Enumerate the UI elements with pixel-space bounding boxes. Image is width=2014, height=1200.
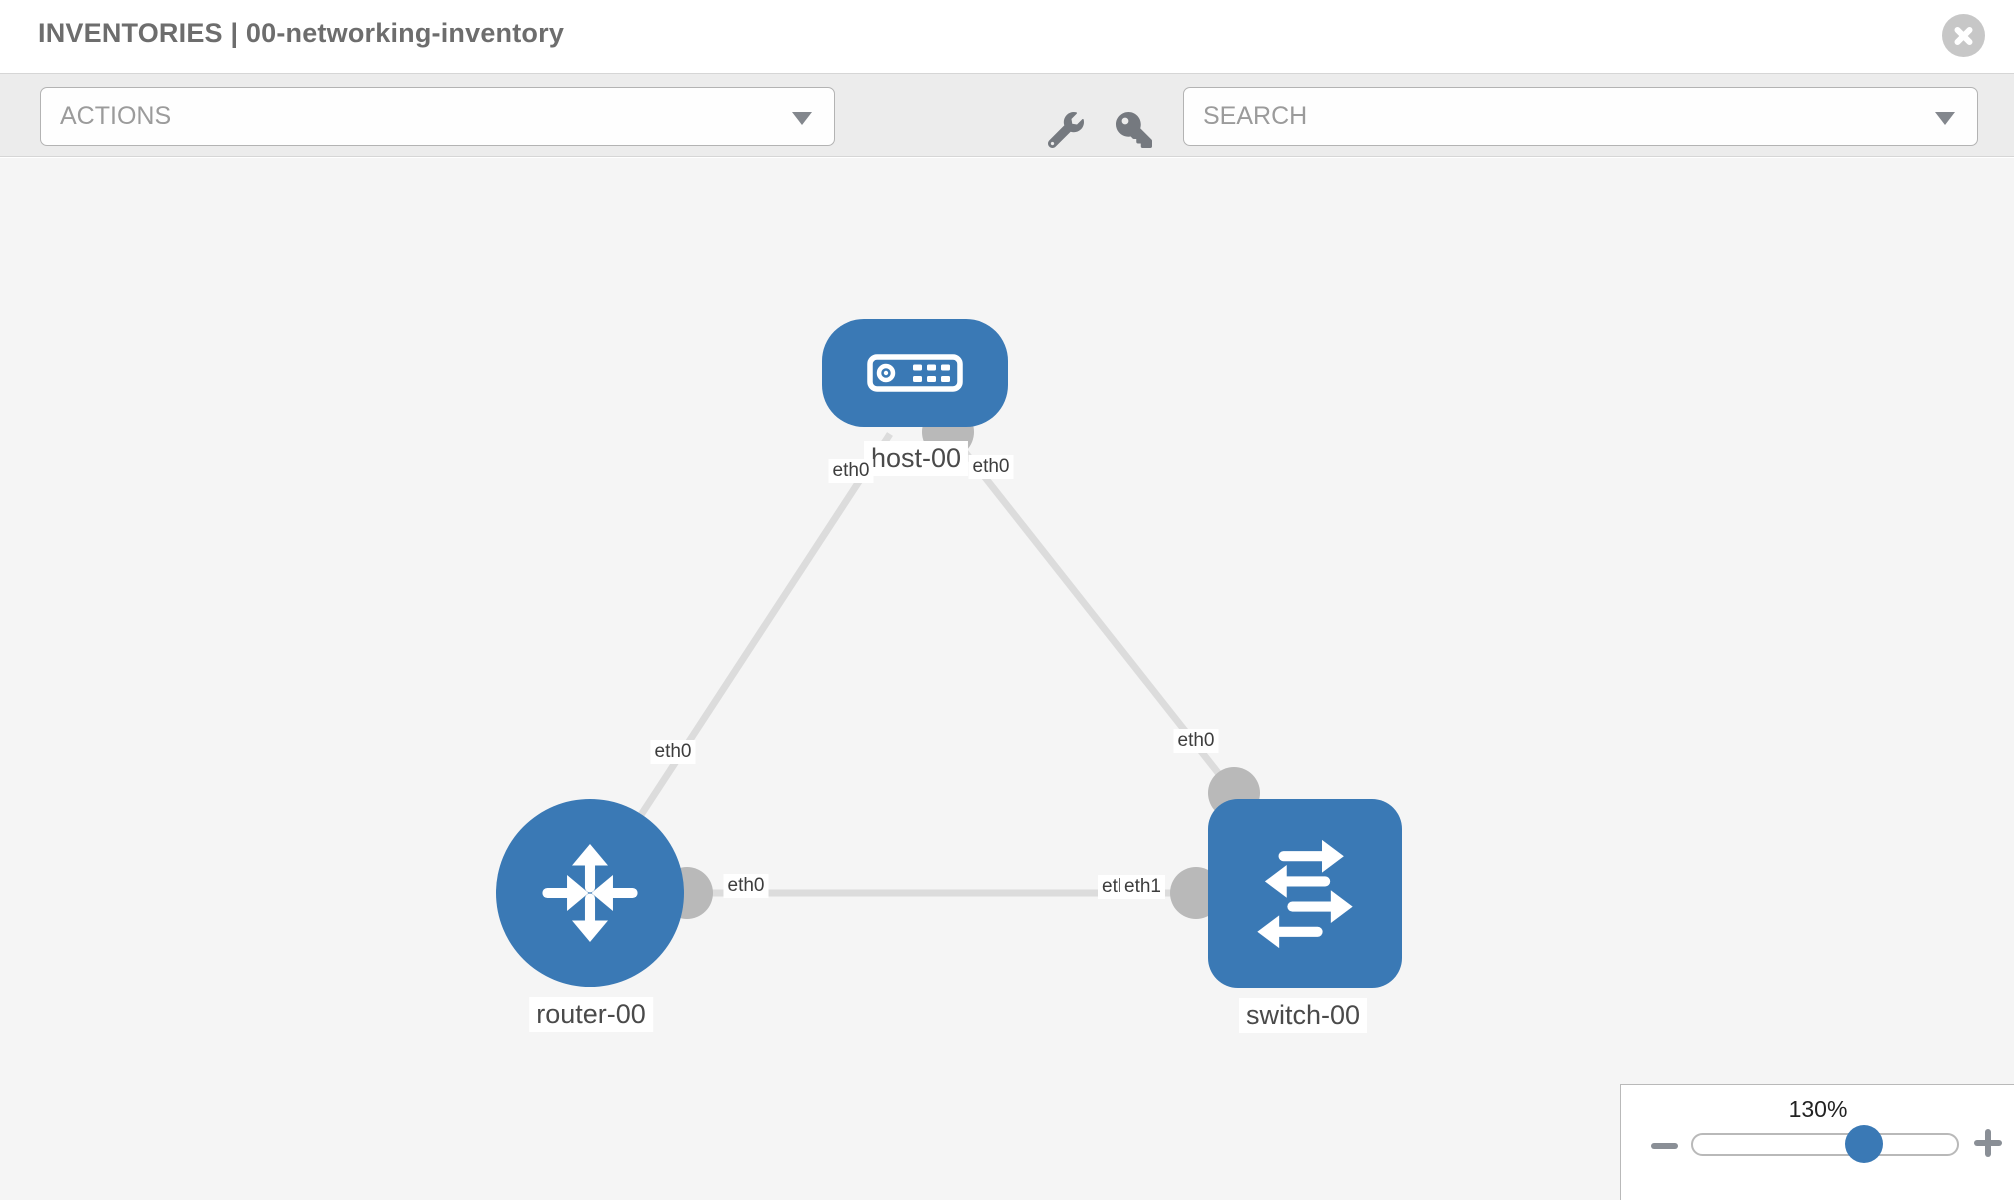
server-icon	[867, 354, 963, 392]
actions-select-label: ACTIONS	[60, 102, 172, 130]
interface-label: eth0	[650, 740, 696, 764]
interface-label: eth0	[968, 455, 1014, 479]
switch-arrows-icon	[1257, 839, 1353, 948]
credentials-button[interactable]	[1116, 112, 1156, 152]
search-select[interactable]: SEARCH	[1183, 87, 1978, 146]
page-title: INVENTORIES | 00-networking-inventory	[38, 18, 565, 48]
topology-canvas[interactable]: host-00 router-00 switch-00 eth0 eth0 et…	[0, 158, 2014, 1200]
zoom-slider-track[interactable]	[1691, 1133, 1959, 1156]
toolbar: ACTIONS SEARCH	[0, 73, 2014, 157]
key-icon	[1116, 112, 1152, 148]
search-placeholder: SEARCH	[1203, 102, 1308, 130]
close-button[interactable]	[1942, 14, 1985, 57]
wrench-icon	[1047, 112, 1084, 149]
zoom-level: 130%	[1788, 1096, 1848, 1122]
node-label-host: host-00	[863, 441, 969, 476]
chevron-down-icon	[1935, 112, 1955, 125]
node-switch-00[interactable]	[1208, 799, 1402, 988]
zoom-out-button[interactable]	[1649, 1129, 1681, 1161]
actions-select[interactable]: ACTIONS	[40, 87, 835, 146]
node-router-00[interactable]	[496, 799, 684, 987]
interface-label: eth0	[828, 459, 874, 483]
configure-button[interactable]	[1047, 112, 1088, 152]
router-arrows-icon	[542, 843, 638, 943]
zoom-panel: 130%	[1620, 1084, 2014, 1200]
zoom-in-button[interactable]	[1972, 1127, 2004, 1159]
node-host-00[interactable]	[822, 319, 1008, 427]
minus-icon	[1651, 1143, 1678, 1149]
node-label-switch: switch-00	[1238, 998, 1368, 1033]
interface-label: eth0	[723, 874, 769, 898]
zoom-slider-knob[interactable]	[1845, 1125, 1883, 1163]
links-layer	[587, 406, 1260, 919]
interface-label: eth1	[1120, 875, 1165, 899]
chevron-down-icon	[792, 112, 812, 125]
interface-label: eth0	[1173, 729, 1219, 753]
app-header: INVENTORIES | 00-networking-inventory	[0, 0, 2014, 73]
node-label-router: router-00	[529, 997, 653, 1032]
